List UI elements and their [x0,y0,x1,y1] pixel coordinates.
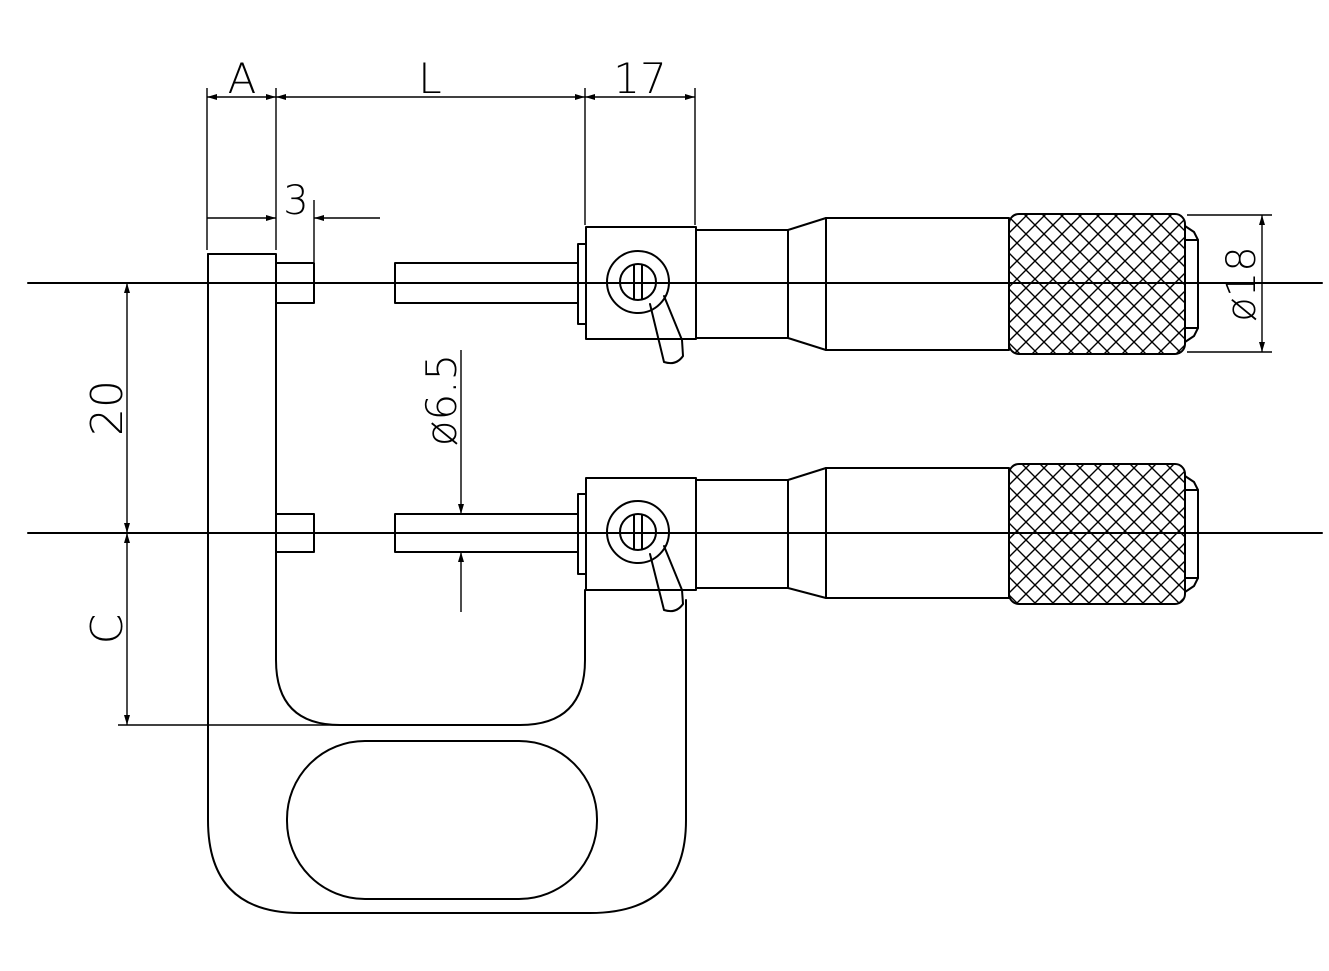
dimension-label-a: A [228,54,257,103]
frame-body [207,253,687,914]
dimension-label-20: 20 [82,380,133,436]
upper-lock-lever-icon [606,250,684,365]
dimension-lines [118,88,1272,726]
dimension-label-17: 17 [613,54,666,103]
dimension-label-knob-diameter: ø18 [1219,246,1265,321]
dimension-label-3: 3 [283,178,308,224]
dimension-label-l: L [418,54,441,103]
lower-lock-lever-icon [606,500,684,613]
dimension-label-c: C [82,614,133,645]
frame-cutout [286,740,598,900]
dimension-label-spindle-diameter: ø6.5 [417,354,466,447]
